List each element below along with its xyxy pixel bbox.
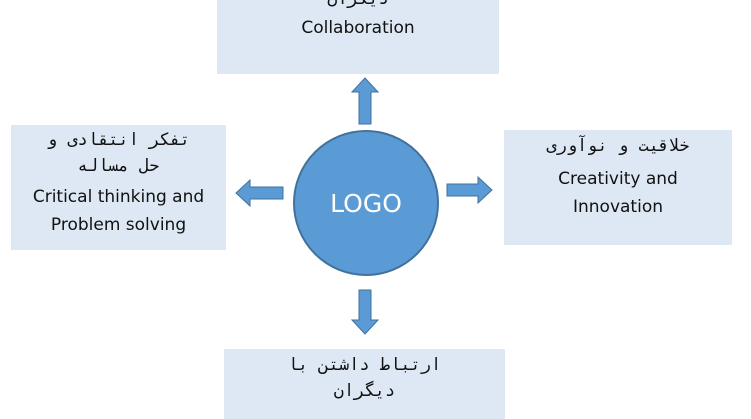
collaboration-box: دیگران Collaboration — [217, 0, 499, 74]
critical-thinking-box: تفکر انتقادی و حل مساله Critical thinkin… — [11, 125, 226, 250]
logo-label: LOGO — [330, 188, 402, 218]
arrow-right-icon — [446, 175, 493, 205]
creativity-persian-text: خلاقیت و نوآوری — [546, 136, 690, 156]
critical-thinking-persian-text: تفکر انتقادی و حل مساله — [46, 130, 191, 176]
arrow-up-icon — [350, 77, 380, 125]
logo-circle: LOGO — [293, 130, 439, 276]
communication-box: ارتباط داشتن با دیگران — [224, 349, 505, 419]
communication-persian-text: ارتباط داشتن با دیگران — [287, 355, 442, 401]
critical-thinking-english-text: Critical thinking and Problem solving — [32, 187, 205, 235]
arrow-left-icon — [235, 178, 284, 208]
creativity-english-text: Creativity and Innovation — [558, 169, 678, 217]
collaboration-persian-text: دیگران — [217, 0, 499, 12]
arrow-down-icon — [350, 289, 380, 335]
collaboration-english-text: Collaboration — [301, 18, 415, 38]
creativity-box: خلاقیت و نوآوری Creativity and Innovatio… — [504, 130, 732, 245]
